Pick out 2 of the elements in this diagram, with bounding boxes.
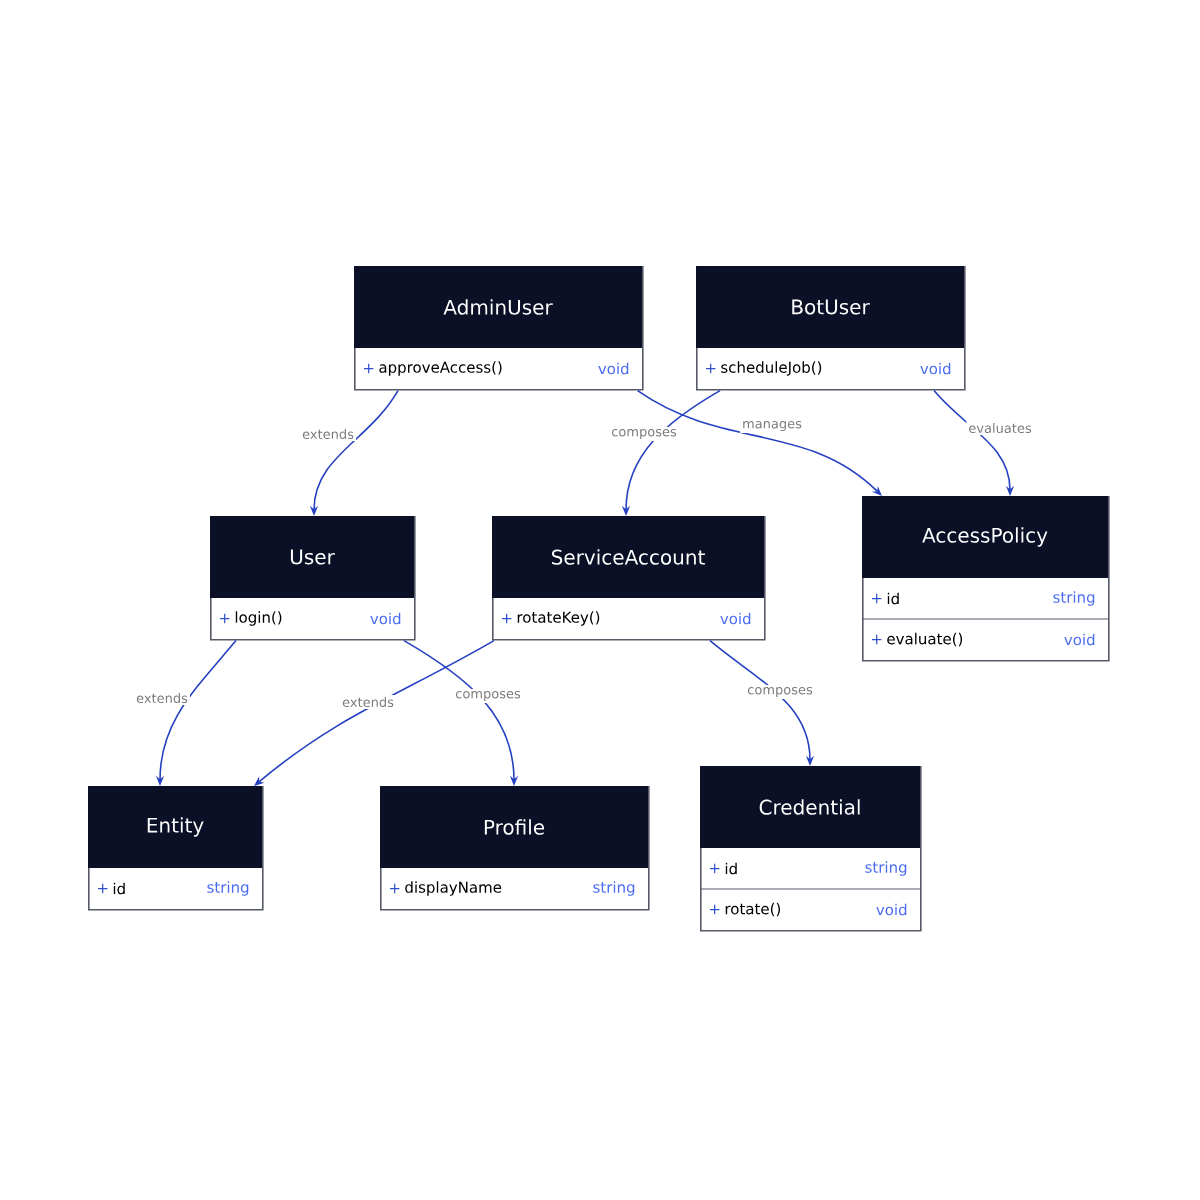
arrow (254, 639, 495, 786)
arrow (636, 389, 882, 496)
